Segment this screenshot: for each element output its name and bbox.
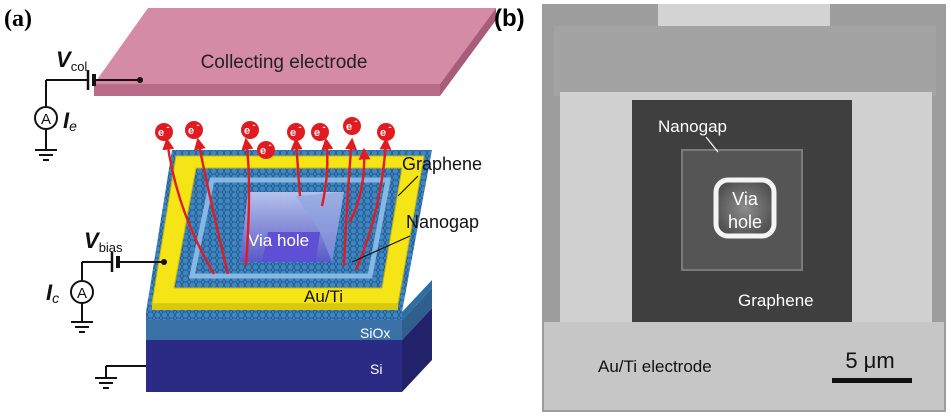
i-e-label: Ie (63, 108, 77, 134)
collecting-electrode-label: Collecting electrode (201, 52, 368, 73)
via-hole-wall (296, 192, 344, 262)
collector-circuit: Vcol A Ie (34, 47, 143, 161)
scale-bar-label: 5 μm (845, 348, 894, 373)
sem-via-hole (713, 177, 777, 239)
nanogap-leader-line (351, 235, 411, 263)
svg-text:e: e (260, 145, 266, 157)
substrate-ground (95, 365, 146, 389)
au-ti-frame-front (152, 304, 398, 310)
svg-text:-: - (167, 122, 170, 132)
electron-7: e- (343, 116, 361, 135)
electron-4: e- (257, 140, 275, 159)
panel-b: (b) Nanogap Via hole Graphene Au/Ti elec… (494, 4, 946, 412)
electron-3: e- (241, 120, 259, 139)
via-hole-label-b-line1: Via (732, 189, 759, 209)
electron-1: e- (155, 122, 173, 141)
svg-text:-: - (269, 140, 272, 150)
panel-b-label: (b) (494, 5, 525, 32)
via-hole-label-b-line2: hole (728, 212, 762, 232)
graphene-edge-front (146, 312, 402, 320)
collecting-electrode-front (94, 84, 440, 96)
svg-text:e: e (380, 127, 386, 139)
ground-icon-collector (35, 149, 57, 161)
svg-text:e: e (314, 127, 320, 139)
electrons: e- e- e- e- e- e- e- e- (155, 116, 395, 159)
nanogap-label-a: Nanogap (406, 212, 479, 232)
svg-text:-: - (355, 116, 358, 126)
graphene-label-a: Graphene (402, 154, 482, 174)
ammeter-c-symbol: A (77, 285, 87, 302)
siox-side (402, 288, 432, 340)
sem-upper-band (554, 26, 936, 96)
nanogap-label-b: Nanogap (658, 117, 727, 136)
svg-text:-: - (323, 122, 326, 132)
ground-icon-substrate (95, 377, 117, 389)
electron-arrow-5 (320, 137, 334, 207)
panel-a-label: (a) (4, 6, 32, 32)
via-hole-floor (262, 232, 320, 262)
svg-text:e: e (290, 127, 296, 139)
bias-circuit: Vbias A Ic (46, 228, 167, 333)
nanogap-leader-b (705, 136, 719, 153)
svg-text:-: - (299, 122, 302, 132)
electron-arrow-4 (290, 137, 303, 197)
electron-8: e- (377, 122, 395, 141)
electron-2: e- (185, 120, 203, 139)
electron-arrow-2 (193, 137, 230, 275)
graphene-leader-line (397, 175, 419, 197)
electron-arrow-6 (342, 137, 358, 267)
electron-6: e- (311, 122, 329, 141)
via-hole: Via hole (240, 192, 344, 262)
ammeter-e-symbol: A (41, 111, 51, 128)
electron-5: e- (287, 122, 305, 141)
svg-text:e: e (346, 121, 352, 133)
via-hole-label-a: Via hole (248, 231, 309, 250)
scale-bar-line (832, 378, 912, 383)
siox-front (146, 320, 402, 340)
siox-label: SiOx (360, 325, 390, 341)
panel-a: (a) Collecting electrode Vcol A Ie (4, 6, 496, 392)
ground-icon-bias (71, 321, 93, 333)
electron-arrow-8 (348, 147, 371, 223)
bias-contact-dot (161, 259, 167, 265)
sem-top-electrode-strip (658, 4, 830, 26)
si-side (402, 308, 432, 392)
collecting-electrode: Collecting electrode (94, 8, 496, 96)
v-col-label: Vcol (56, 47, 87, 74)
scale-bar: 5 μm (832, 348, 912, 383)
svg-text:-: - (253, 120, 256, 130)
svg-text:-: - (197, 120, 200, 130)
au-ti-electrode-label: Au/Ti electrode (598, 357, 712, 376)
electron-arrow-7 (354, 137, 392, 271)
svg-text:-: - (389, 122, 392, 132)
collecting-electrode-side (440, 8, 496, 96)
device-block: Via hole Au/Ti SiOx Si (146, 150, 432, 392)
i-c-label: Ic (46, 280, 59, 306)
sem-au-ti-electrode (544, 322, 944, 410)
au-ti-label-a: Au/Ti (304, 287, 343, 306)
collecting-electrode-top (94, 8, 496, 84)
si-label: Si (370, 361, 382, 377)
electron-arrow-1 (162, 137, 216, 275)
collector-contact-dot (137, 77, 143, 83)
svg-text:e: e (244, 125, 250, 137)
svg-text:e: e (188, 125, 194, 137)
graphene-label-b: Graphene (738, 291, 814, 310)
si-front (146, 340, 402, 392)
electron-arrow-3 (241, 137, 254, 267)
graphene-edge-side (402, 280, 432, 320)
svg-text:e: e (158, 127, 164, 139)
v-bias-label: Vbias (84, 228, 123, 255)
electron-trajectories (162, 137, 392, 275)
